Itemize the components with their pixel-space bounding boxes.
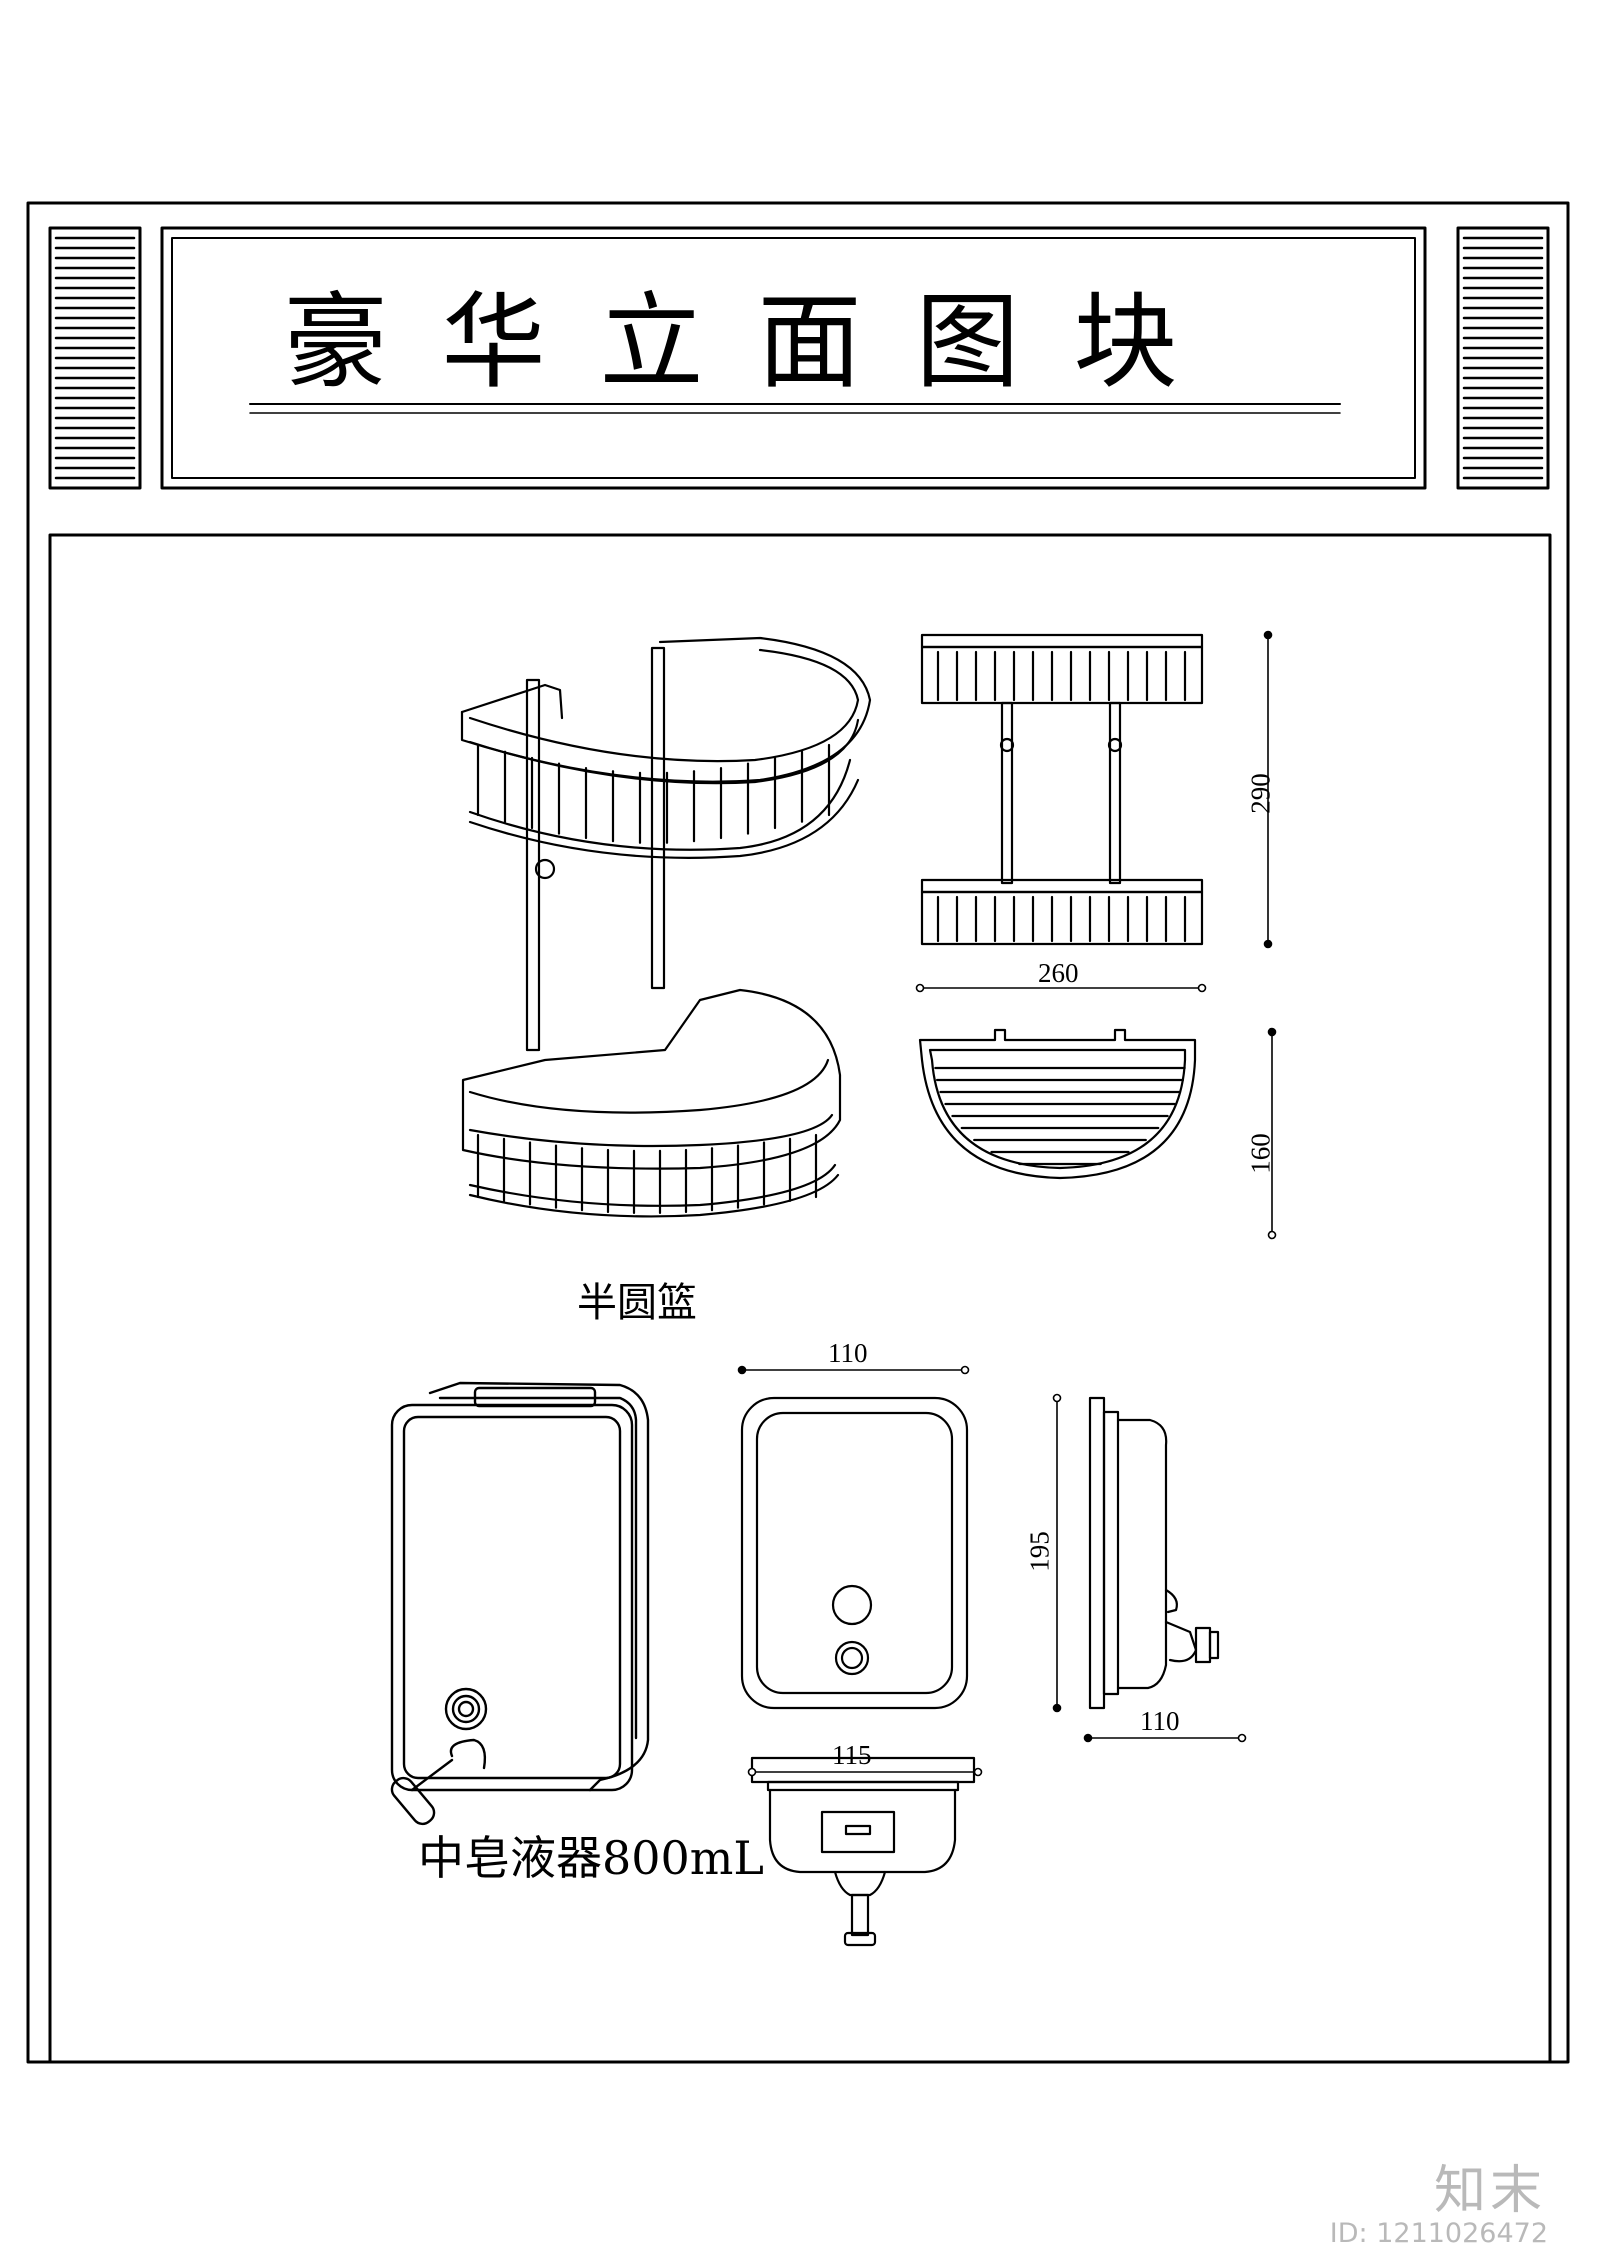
dispenser-isometric-view xyxy=(390,1381,650,1826)
watermark-brand: 知末 xyxy=(1433,2161,1546,2221)
dispenser-front-elevation xyxy=(740,1396,969,1710)
sheet-frame xyxy=(26,201,1570,2064)
basket-height-label: 290 xyxy=(1245,773,1276,814)
dispenser-side-depth-label: 110 xyxy=(1140,1706,1180,1736)
basket-width-label: 260 xyxy=(1038,958,1079,988)
dispenser-side-elevation xyxy=(1088,1396,1220,1710)
basket-depth-label: 160 xyxy=(1245,1133,1276,1174)
dispenser-dimension-lines xyxy=(737,1365,1247,1777)
basket-dimension-lines xyxy=(915,630,1277,1240)
basket-front-elevation xyxy=(920,633,1204,946)
dispenser-bottom-view xyxy=(750,1756,976,1947)
watermark-id: ID: 1211026472 xyxy=(1329,2218,1548,2249)
dispenser-height-label: 195 xyxy=(1024,1531,1055,1572)
basket-caption: 半圆篮 xyxy=(577,1280,697,1326)
dispenser-front-width-label: 110 xyxy=(828,1338,868,1368)
basket-plan-view xyxy=(918,1028,1197,1180)
dispenser-bottom-width-label: 115 xyxy=(832,1740,872,1770)
right-louver-panel xyxy=(1456,226,1550,490)
title-box xyxy=(160,226,1427,490)
left-louver-panel xyxy=(48,226,142,490)
basket-isometric-view xyxy=(460,636,872,1218)
dispenser-caption: 中皂液器800mL xyxy=(418,1831,764,1885)
page-title: 豪华立面图块 xyxy=(283,280,1232,403)
